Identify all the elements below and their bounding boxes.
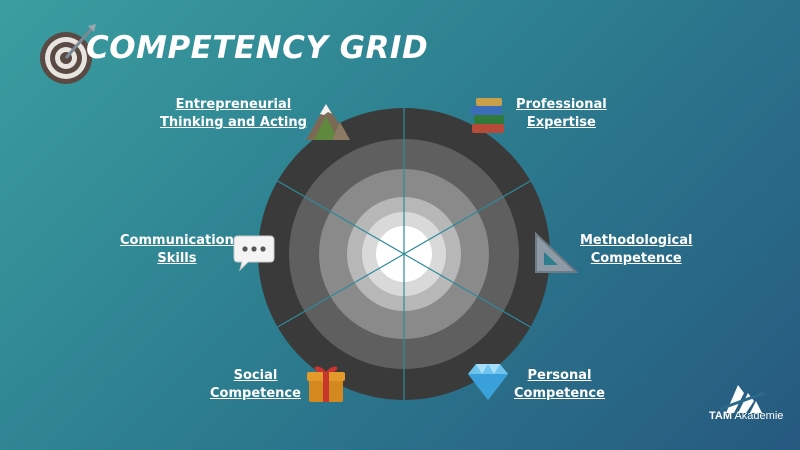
label-methodological[interactable]: Methodological Competence: [580, 233, 693, 266]
logo-name: Akademie: [734, 410, 784, 422]
dart-target-icon: [40, 24, 96, 84]
label-professional[interactable]: Professional Expertise: [516, 97, 607, 130]
logo-brand: TAM: [709, 410, 733, 422]
speech-bubble-icon: [233, 235, 275, 272]
label-social[interactable]: Social Competence: [210, 368, 301, 401]
mountain-icon: [306, 104, 350, 140]
label-entrepreneurial[interactable]: Entrepreneurial Thinking and Acting: [160, 97, 307, 130]
logo-text: TAM Akademie: [709, 410, 783, 422]
label-personal[interactable]: Personal Competence: [514, 368, 605, 401]
gem-icon: [468, 364, 508, 400]
wheel-dividers: [277, 108, 531, 400]
competency-wheel: [258, 108, 550, 400]
books-icon: [471, 98, 504, 133]
tam-akademie-logo: [719, 385, 765, 413]
gift-icon: [307, 366, 345, 402]
slide-title: COMPETENCY GRID: [86, 30, 429, 66]
label-communication[interactable]: Communication Skills: [120, 233, 234, 266]
set-square-icon: [535, 232, 578, 273]
